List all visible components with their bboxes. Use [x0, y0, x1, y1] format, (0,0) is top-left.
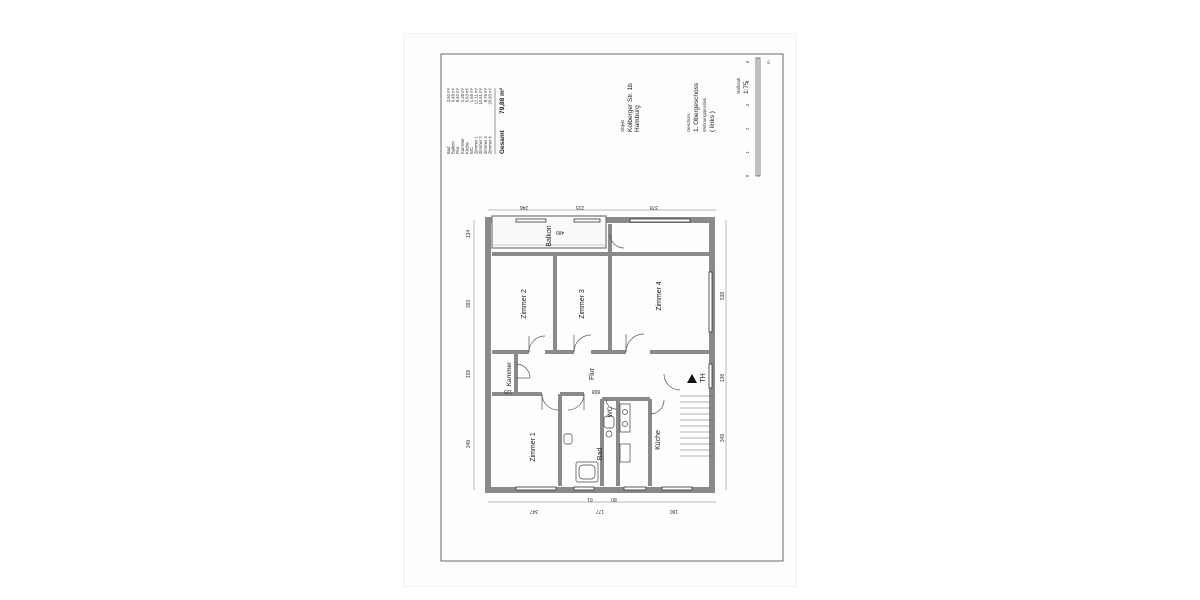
- staircase: [680, 395, 714, 457]
- room-label-kueche: Küche: [655, 430, 662, 450]
- scale-bar: 0 1 2 3 4 5 m: [745, 57, 771, 177]
- dim-bottom: 347: [530, 508, 539, 514]
- scale-tick: 0: [745, 174, 750, 177]
- fixtures: [563, 403, 631, 483]
- legend-total-label: Gesamt: [499, 129, 506, 154]
- dim-left: 159: [466, 370, 472, 379]
- door-swings: [515, 233, 681, 415]
- title-block: Objekt Kolberger Str. 1b Hamburg Geschos…: [620, 77, 750, 132]
- legend-name: Zimmer 1: [474, 136, 479, 154]
- dim-left: 393: [466, 300, 472, 309]
- legend-name: Balkon: [451, 141, 456, 154]
- dim-top: 215: [576, 204, 585, 210]
- interior-walls: [492, 224, 712, 486]
- dim-bottom: 80: [611, 496, 617, 502]
- legend-total-value: 79,88 m²: [499, 87, 506, 114]
- drawing-frame: [440, 53, 784, 562]
- floor-plan-drawing: Bad Balkon Flur Kammer Küche WC Zimmer 1…: [440, 53, 784, 562]
- room-label-bad: Bad: [597, 448, 604, 461]
- dim-top: 246: [520, 204, 529, 210]
- legend-name: Kammer: [460, 138, 465, 154]
- title-scale: 1:75: [743, 81, 750, 94]
- title-floor-caption: Geschoss: [686, 113, 691, 132]
- room-label-zimmer2: Zimmer 2: [521, 289, 528, 319]
- dim-right: 349: [720, 434, 726, 443]
- dim-bottom: 160: [670, 508, 679, 514]
- legend-block: Bad Balkon Flur Kammer Küche WC Zimmer 1…: [446, 87, 506, 154]
- scale-tick: 1: [745, 151, 750, 154]
- legend-area: 8,76 m²: [483, 87, 488, 102]
- title-city: Hamburg: [634, 105, 641, 132]
- plan-sheet: Bad Balkon Flur Kammer Küche WC Zimmer 1…: [404, 34, 796, 586]
- scale-tick: 2: [745, 127, 750, 130]
- room-labels: Balkon Zimmer 2 Zimmer 3 Zimmer 4 Kammer…: [506, 225, 707, 462]
- legend-name: Zimmer 2: [478, 136, 483, 154]
- dim-left: 349: [466, 440, 472, 449]
- legend-area: 6,63 m²: [464, 87, 469, 102]
- legend-area: 12,11 m²: [474, 87, 479, 104]
- legend-name: Bad: [446, 146, 451, 154]
- title-small-label: Objekt: [620, 119, 625, 132]
- dim-inner: 480: [556, 229, 565, 235]
- scale-unit: m: [766, 60, 771, 64]
- room-label-flur: Flur: [589, 367, 596, 380]
- room-label-th: TH: [700, 373, 707, 382]
- dim-right: 538: [720, 292, 726, 301]
- title-floor: 1. Obergeschoss: [693, 82, 700, 132]
- legend-area: 6,48 m²: [451, 87, 456, 102]
- scale-tick: 5: [745, 60, 750, 63]
- legend-area: 3,50 m²: [446, 87, 451, 102]
- legend-name: Küche: [464, 141, 469, 154]
- dim-right: 138: [720, 374, 726, 383]
- legend-area: 9,40 m²: [455, 87, 460, 102]
- dim-top: 378: [650, 204, 659, 210]
- title-street: Kolberger Str. 1b: [627, 83, 634, 132]
- floor-plan: [473, 209, 727, 503]
- stair-arrow-icon: [687, 374, 697, 383]
- dimension-texts: 246 215 378 134 393 159 349 538 138 349 …: [466, 204, 726, 514]
- dimension-lines: [473, 209, 727, 503]
- title-position: ( links ): [709, 111, 716, 132]
- legend-area: 2,28 m²: [460, 87, 465, 102]
- dim-bottom: 177: [596, 508, 605, 514]
- room-label-zimmer4: Zimmer 4: [656, 281, 663, 311]
- windows: [515, 218, 713, 491]
- scale-tick: 3: [745, 103, 750, 106]
- title-scale-caption: Maßstab: [736, 77, 741, 94]
- legend-area: 10,61 m²: [478, 87, 483, 104]
- legend-name: WC: [469, 147, 474, 154]
- room-label-zimmer3: Zimmer 3: [579, 289, 586, 319]
- dim-inner: 125: [504, 388, 513, 394]
- dim-bottom: 61: [587, 496, 593, 502]
- legend-name: Zimmer 3: [483, 136, 488, 154]
- dim-left: 134: [466, 230, 472, 239]
- legend-name: Flur: [455, 146, 460, 154]
- room-label-wc: WC: [607, 406, 614, 417]
- legend-area: 1,65 m²: [469, 87, 474, 102]
- scale-tick: 4: [745, 80, 750, 83]
- room-label-kammer: Kammer: [506, 361, 513, 386]
- legend-area: 20,93 m²: [487, 87, 492, 104]
- title-position-caption: Wohnungsposition: [702, 97, 707, 132]
- room-label-zimmer1: Zimmer 1: [530, 432, 537, 462]
- dim-inner: 808: [592, 388, 601, 394]
- room-label-balkon: Balkon: [546, 225, 553, 247]
- legend-name: Zimmer 4: [487, 136, 492, 154]
